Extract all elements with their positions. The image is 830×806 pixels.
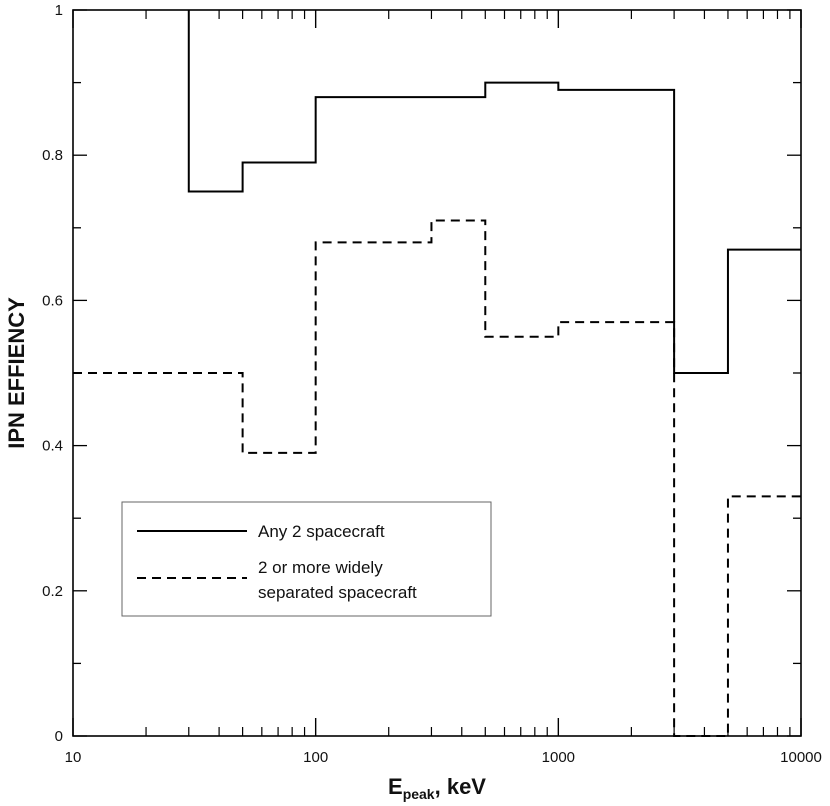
y-axis-title: IPN EFFIENCY: [4, 297, 29, 449]
x-axis-title-rest: , keV: [435, 774, 487, 799]
series-widely-separated-line: [73, 219, 801, 737]
y-tick-label: 1: [55, 2, 63, 19]
y-tick-label: 0.6: [42, 292, 63, 309]
legend-label-any-2: Any 2 spacecraft: [258, 522, 385, 541]
y-tick-label: 0.8: [42, 147, 63, 164]
x-axis-title: Epeak, keV: [388, 774, 486, 802]
x-tick-label: 10000: [780, 749, 822, 766]
x-axis-title-main: E: [388, 774, 403, 799]
legend-box: [121, 501, 492, 617]
y-tick-label: 0.2: [42, 583, 63, 600]
legend-label-widely-separated-line1: 2 or more widely: [258, 558, 383, 577]
axis-tick-labels: 10 100 1000 10000 0 0.2 0.4 0.6 0.8 1: [42, 2, 822, 766]
x-tick-label: 1000: [542, 749, 575, 766]
series-any-2-spacecraft-line: [187, 10, 801, 374]
y-tick-label: 0: [55, 728, 63, 745]
x-tick-label: 10: [65, 749, 82, 766]
legend: Any 2 spacecraft 2 or more widely separa…: [121, 501, 492, 617]
series-layer: [73, 10, 801, 737]
x-axis-title-subscript: peak: [403, 786, 435, 802]
x-tick-label: 100: [303, 749, 328, 766]
legend-label-widely-separated-line2: separated spacecraft: [258, 583, 417, 602]
y-tick-label: 0.4: [42, 438, 63, 455]
